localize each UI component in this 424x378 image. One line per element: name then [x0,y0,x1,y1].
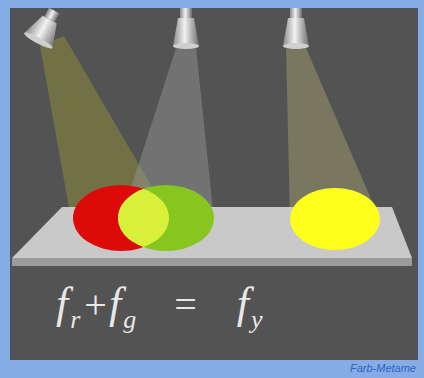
surface-edge [12,258,412,266]
dark-panel [10,8,418,360]
formula-symbol: f [109,282,121,326]
formula-symbol: f [237,282,249,326]
formula: fr+fg=fy [56,282,263,326]
formula-symbol: f [56,282,68,326]
green-spot [118,185,214,251]
subscript: r [70,307,80,333]
yellow-spot [290,188,380,250]
spotlight-lamp [23,3,69,51]
operator: + [84,285,107,325]
operator: = [174,285,197,325]
spotlight-lamp [173,8,199,49]
caption: Farb-Metame [350,363,416,374]
subscript: g [123,307,136,333]
spotlight-lamp [283,8,309,49]
subscript: y [251,307,263,333]
overlap-spot [118,185,214,251]
